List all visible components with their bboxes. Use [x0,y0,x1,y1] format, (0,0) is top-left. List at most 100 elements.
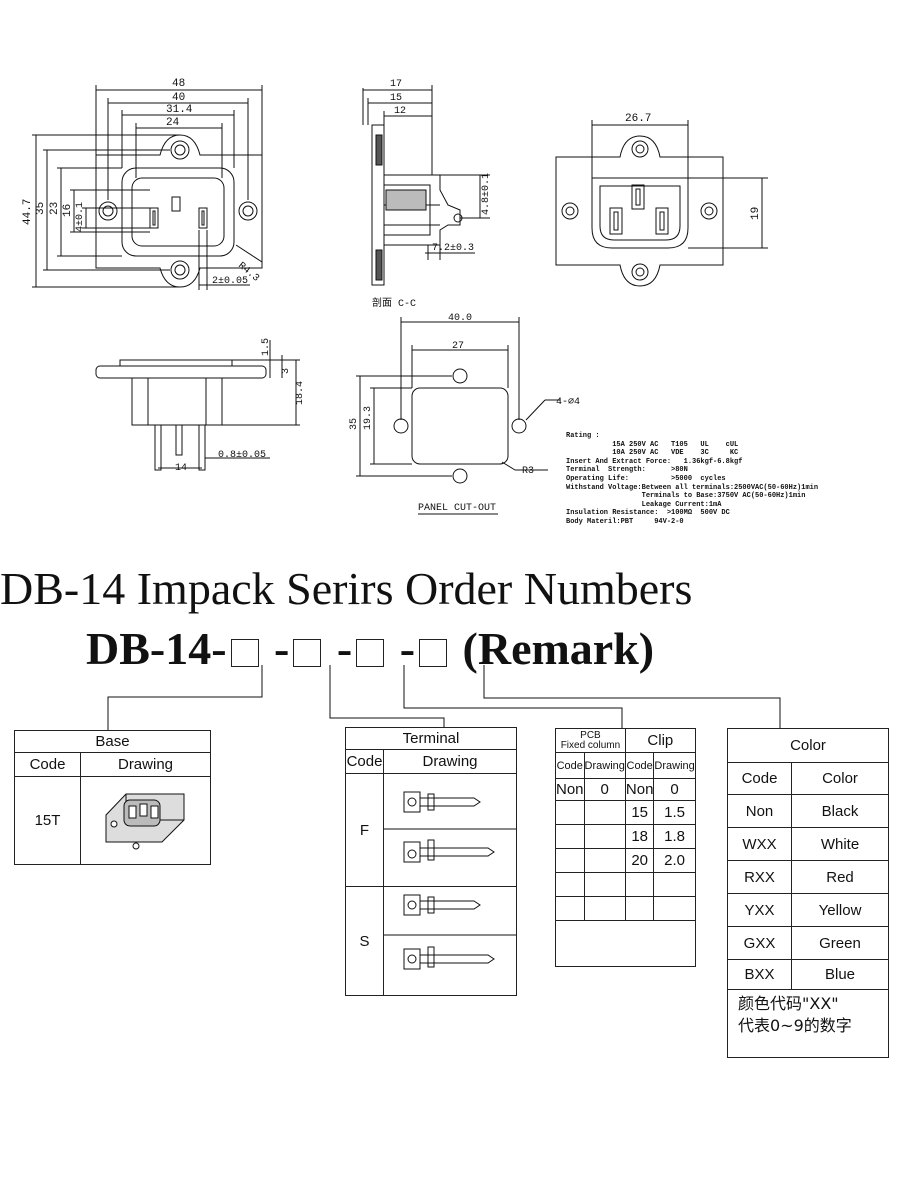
color-name: Black [791,794,889,828]
technical-drawing: 48 40 31.4 24 44.7 35 23 16 4±0.1 R4.3 2… [22,78,768,515]
dim-44: 44.7 [22,199,34,225]
sep-1: - [274,623,290,674]
dim-holes: 4-∅4 [556,397,580,408]
base-col-drawing: Drawing [80,752,211,777]
terminal-code-s: S [345,886,384,996]
color-note: 颜色代码"XX" 代表0~9的数字 [738,993,852,1037]
dim-19: 19 [750,207,762,220]
spec-line: Rating : [566,432,600,440]
dim-35b: 35 [349,418,360,430]
dim-400: 40.0 [448,313,472,324]
dim-17: 17 [390,79,402,90]
terminal-drawing-f [383,773,517,887]
dim-193: 19.3 [363,406,374,430]
dim-184: 18.4 [295,381,306,405]
clip-code: 20 [624,848,655,873]
order-number-pattern: DB-14- - - - (Remark) [86,622,654,675]
terminal-code-f: F [345,773,384,887]
panel-cutout-label: PANEL CUT-OUT [418,503,496,514]
spec-line: Terminals to Base:3750V AC(50-60Hz)1min [566,492,806,501]
dim-48b: 4.8±0.1 [481,173,492,215]
pcb-col-code: Code [555,752,585,779]
color-name: Blue [791,959,889,990]
dim-4: 4±0.1 [75,202,86,232]
color-name: Green [791,926,889,960]
spec-line: Leakage Current:1mA [566,500,722,509]
color-name: Yellow [791,893,889,927]
clip-drawing: 1.5 [653,800,696,825]
color-note-line-1: 颜色代码"XX" [738,994,839,1013]
spec-line: 10A 250V AC VDE 3C KC [566,449,739,458]
panel-cutout [356,317,560,515]
dim-23: 23 [49,202,61,215]
dim-35: 35 [35,202,47,215]
dim-r3: R3 [522,466,534,477]
dim-14: 14 [175,463,187,474]
front-view [32,85,263,290]
clip-code: 15 [624,800,655,825]
dim-267: 26.7 [625,113,651,125]
bottom-view [95,340,300,471]
dim-24: 24 [166,117,180,129]
terminal-col-drawing: Drawing [383,749,517,774]
terminal-box [293,639,322,668]
dim-72: 7.2±0.3 [432,243,474,254]
pcb-drawing: 0 [583,778,626,801]
spec-line: Operating Life: >5000 cycles [566,474,726,483]
terminal-title: Terminal [345,727,517,750]
dim-3: 3 [281,368,292,374]
order-prefix: DB-14- [86,623,227,674]
clip-drawing: 2.0 [653,848,696,873]
spec-line: Insert And Extract Force: 1.36kgf-6.8kgf [566,457,743,466]
clip-code: 18 [624,824,655,849]
section-label: 剖面 C-C [372,296,416,310]
dim-31: 31.4 [166,104,193,116]
pcb-code: Non [555,778,585,801]
dim-27: 27 [452,341,464,352]
sep-2: - [336,623,353,674]
spec-block: Rating : 15A 250V AC T105 UL cUL 10A 250… [566,432,818,527]
spec-line: 15A 250V AC T105 UL cUL [566,440,739,449]
dim-40: 40 [172,92,185,104]
terminal-s-icon [384,894,516,970]
spec-line: Insulation Resistance: >100MΩ 500V DC [566,509,730,518]
clip-title: Clip [624,728,696,753]
terminal-col-code: Code [345,749,384,774]
color-name: White [791,827,889,861]
color-col-color: Color [791,762,889,795]
dim-15: 15 [390,93,402,104]
base-box [230,639,259,668]
rear-view [555,120,768,287]
color-code: GXX [727,926,792,960]
color-code: YXX [727,893,792,927]
clip-col-drawing: Drawing [653,752,696,779]
socket-icon [105,793,184,849]
color-code: BXX [727,959,792,990]
spec-line: Terminal Strength: >80N [566,466,688,475]
color-title: Color [727,728,889,763]
base-title: Base [14,730,211,753]
clip-drawing: 1.8 [653,824,696,849]
clip-code: Non [624,778,655,801]
terminal-f-icon [384,791,516,863]
clip-drawing: 0 [653,778,696,801]
base-drawing [80,776,211,865]
order-remark: (Remark) [462,623,655,674]
clip-col-code: Code [624,752,655,779]
dim-08: 0.8±0.05 [218,450,266,461]
color-name: Red [791,860,889,894]
pcb-clip-box [356,639,385,668]
dim-15b: 1.5 [261,338,272,356]
dim-48: 48 [172,78,185,90]
side-section-view [362,85,490,286]
color-note-line-2: 代表0~9的数字 [738,1016,852,1035]
pcb-col-drawing: Drawing [583,752,626,779]
page-title: DB-14 Impack Serirs Order Numbers [0,563,693,614]
spec-line: Body Materil:PBT 94V-2-0 [566,517,684,526]
dim-16: 16 [62,204,74,217]
